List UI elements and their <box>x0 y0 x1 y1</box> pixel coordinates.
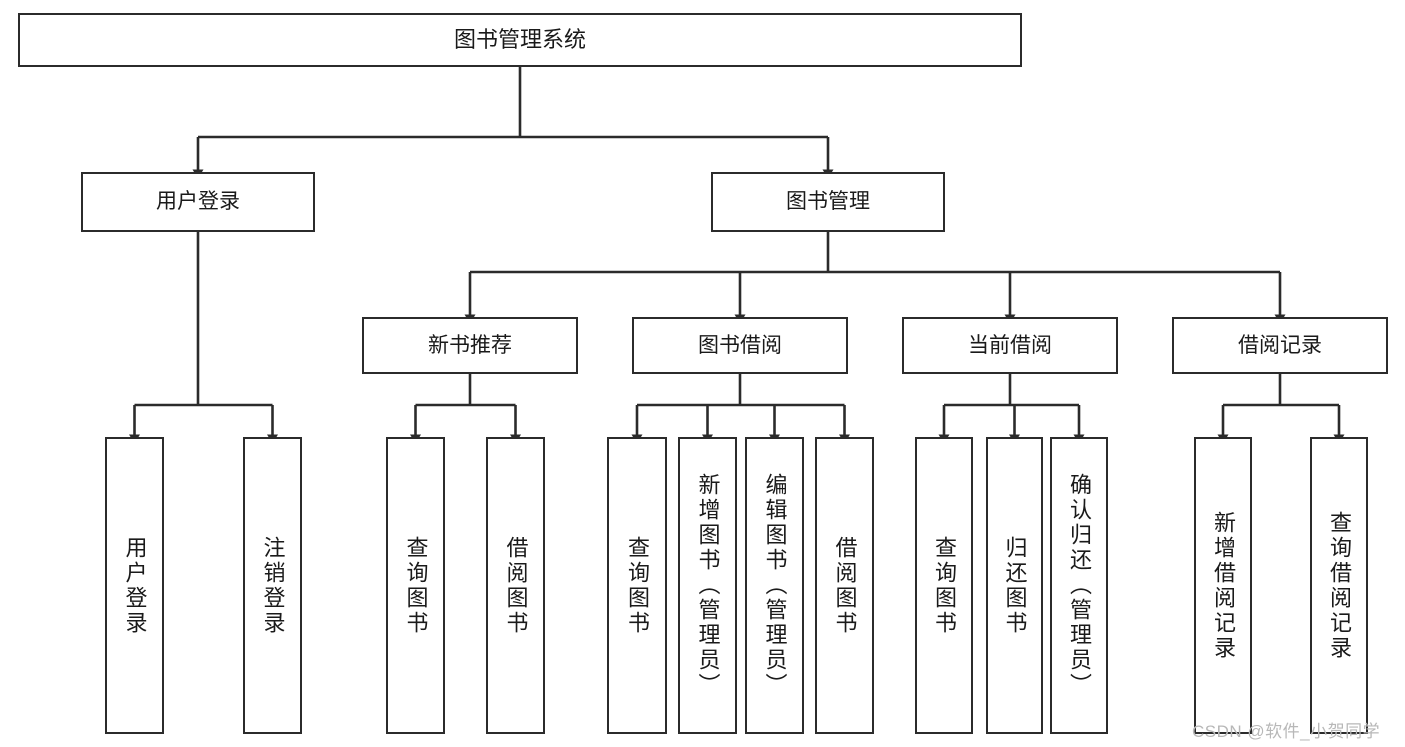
node-leaf-user-login[interactable]: 用户登录 <box>105 437 164 734</box>
node-leaf-query-book-1[interactable]: 查询图书 <box>386 437 445 734</box>
node-label-book-borrow: 图书借阅 <box>698 333 782 357</box>
node-leaf-add-record[interactable]: 新增借阅记录 <box>1194 437 1252 734</box>
edge-group <box>129 67 1345 444</box>
node-label-borrow-record: 借阅记录 <box>1238 333 1322 357</box>
node-label-leaf-query-book-1: 查询图书 <box>403 535 429 636</box>
node-leaf-query-record[interactable]: 查询借阅记录 <box>1310 437 1368 734</box>
node-label-current-borrow: 当前借阅 <box>968 333 1052 357</box>
node-leaf-return-book[interactable]: 归还图书 <box>986 437 1043 734</box>
node-current-borrow[interactable]: 当前借阅 <box>902 317 1118 374</box>
node-root[interactable]: 图书管理系统 <box>18 13 1022 67</box>
node-label-leaf-add-book: 新增图书（管理员） <box>695 473 721 698</box>
node-label-new-book-rec: 新书推荐 <box>428 333 512 357</box>
node-label-root: 图书管理系统 <box>453 26 586 52</box>
node-new-book-rec[interactable]: 新书推荐 <box>362 317 578 374</box>
node-label-leaf-add-record: 新增借阅记录 <box>1211 510 1236 661</box>
node-label-leaf-query-book-3: 查询图书 <box>932 535 957 636</box>
node-borrow-record[interactable]: 借阅记录 <box>1172 317 1388 374</box>
node-label-book-manage: 图书管理 <box>786 190 870 214</box>
node-label-leaf-user-login: 用户登录 <box>122 535 148 636</box>
node-label-leaf-borrow-book-1: 借阅图书 <box>503 535 529 636</box>
node-leaf-borrow-book-2[interactable]: 借阅图书 <box>815 437 874 734</box>
node-leaf-borrow-book-1[interactable]: 借阅图书 <box>486 437 545 734</box>
node-leaf-confirm-return[interactable]: 确认归还（管理员） <box>1050 437 1108 734</box>
node-leaf-add-book[interactable]: 新增图书（管理员） <box>678 437 737 734</box>
node-label-leaf-query-book-2: 查询图书 <box>625 535 650 636</box>
node-leaf-edit-book[interactable]: 编辑图书（管理员） <box>745 437 804 734</box>
node-label-leaf-borrow-book-2: 借阅图书 <box>832 535 858 636</box>
node-leaf-query-book-2[interactable]: 查询图书 <box>607 437 667 734</box>
node-leaf-user-logout[interactable]: 注销登录 <box>243 437 302 734</box>
node-label-leaf-return-book: 归还图书 <box>1002 535 1028 636</box>
node-label-leaf-query-record: 查询借阅记录 <box>1327 510 1352 661</box>
node-label-leaf-edit-book: 编辑图书（管理员） <box>762 473 788 698</box>
node-leaf-query-book-3[interactable]: 查询图书 <box>915 437 973 734</box>
node-label-user-login: 用户登录 <box>156 190 240 214</box>
node-label-leaf-user-logout: 注销登录 <box>260 535 286 636</box>
node-book-borrow[interactable]: 图书借阅 <box>632 317 848 374</box>
node-user-login[interactable]: 用户登录 <box>81 172 315 232</box>
node-label-leaf-confirm-return: 确认归还（管理员） <box>1067 473 1092 698</box>
node-book-manage[interactable]: 图书管理 <box>711 172 945 232</box>
csdn-watermark: CSDN @软件_小贺同学 <box>1192 722 1381 741</box>
